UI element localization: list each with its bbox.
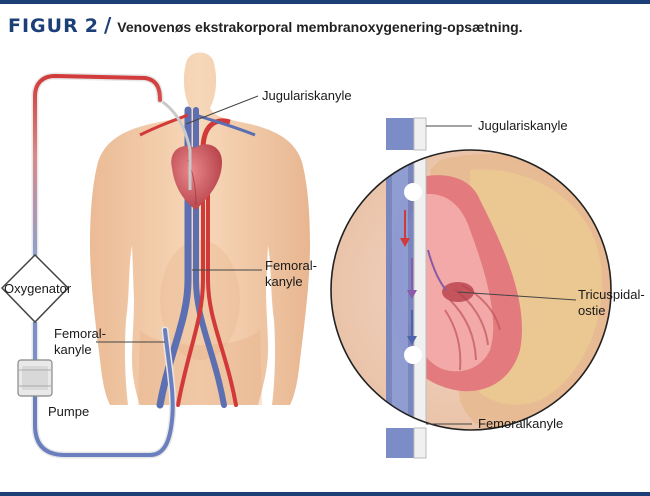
label-tricuspid-ostium: Tricuspidal- ostie (578, 287, 645, 319)
figure-number: 2 (84, 15, 98, 37)
label-femoral-cannula-inset: Femoralkanyle (478, 416, 564, 431)
label-pump: Pumpe (48, 404, 90, 419)
oxygenator-device (0, 253, 70, 324)
pump-device (17, 359, 53, 397)
label-femoral-cannula-mid: Femoral- kanyle (265, 258, 317, 290)
label-femoral-left-line1: Femoral- (54, 326, 107, 341)
jugular-cannula (159, 98, 192, 190)
heart-inset (330, 117, 612, 459)
label-tricuspid-line1: Tricuspidal- (578, 287, 645, 302)
great-vessels (139, 106, 256, 409)
figure-label: FIGUR (8, 15, 79, 37)
label-oxygenator: Oxygenator (4, 281, 72, 296)
label-femoral-mid-line2: kanyle (265, 274, 303, 289)
label-tricuspid-line2: ostie (578, 303, 606, 318)
figure-separator: / (103, 13, 112, 37)
body-silhouette (90, 52, 310, 405)
top-rule (0, 0, 650, 4)
leader-lines-body (96, 95, 262, 343)
bottom-rule (0, 492, 650, 496)
ecmo-circuit-tubing (31, 72, 177, 459)
leader-lines-inset (426, 125, 577, 425)
label-femoral-cannula-left: Femoral- kanyle (54, 326, 106, 358)
label-femoral-mid-line1: Femoral- (265, 258, 318, 273)
label-jugular-cannula-inset: Jugulariskanyle (478, 118, 568, 133)
label-femoral-left-line2: kanyle (54, 342, 92, 357)
figure-caption: Venovenøs ekstrakorporal membranoxygener… (117, 19, 523, 35)
figure-header: FIGUR 2 / Venovenøs ekstrakorporal membr… (8, 13, 523, 41)
label-jugular-cannula-body: Jugulariskanyle (262, 88, 352, 103)
